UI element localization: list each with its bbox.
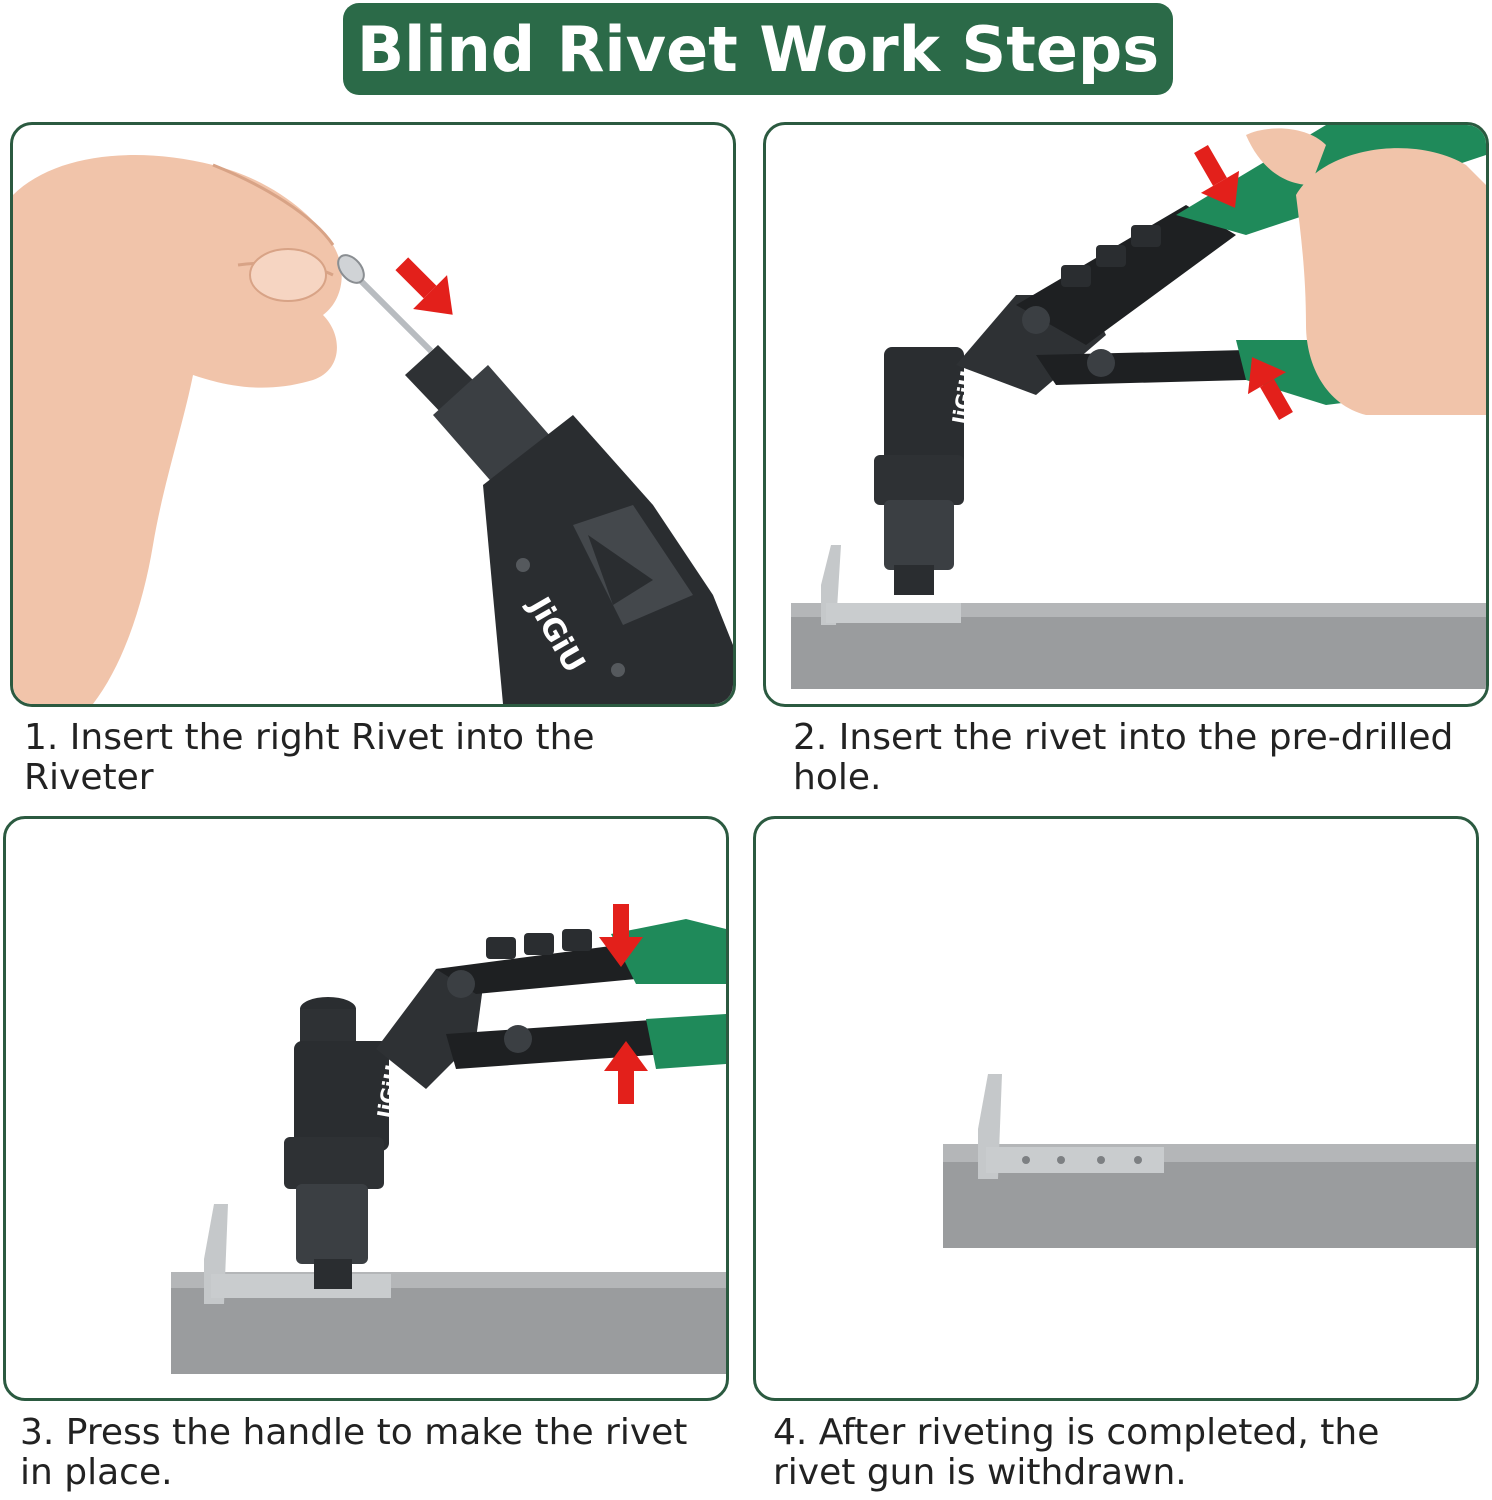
title-banner: Blind Rivet Work Steps [343, 3, 1173, 95]
hand-shape [13, 155, 342, 704]
press-down-arrow-icon [599, 904, 643, 967]
page-title: Blind Rivet Work Steps [356, 12, 1160, 86]
riveter-body [405, 345, 733, 704]
lower-handle [646, 1014, 726, 1069]
step-3-illustration: JiGiU [171, 904, 726, 1374]
insert-arrow-icon [395, 257, 453, 315]
step-3-panel: JiGiU [3, 816, 729, 1401]
step-1-caption: 1. Insert the right Rivet into the Rivet… [24, 717, 595, 798]
step-1-illustration: JiGiU [13, 155, 733, 704]
step-4-caption: 4. After riveting is completed, the rive… [773, 1412, 1380, 1493]
step-2-illustration: JiGiU [791, 125, 1486, 689]
riveter-tool [874, 205, 1246, 595]
step-4-panel [753, 816, 1479, 1401]
step-2-caption: 2. Insert the rivet into the pre-drilled… [793, 717, 1454, 798]
press-down-arrow-icon [1194, 145, 1240, 208]
hand-shape [1246, 128, 1326, 185]
upper-handle [611, 919, 726, 984]
step-2-panel: JiGiU [763, 122, 1489, 707]
step-3-caption: 3. Press the handle to make the rivet in… [20, 1412, 688, 1493]
riveter-tool [284, 929, 666, 1289]
step-1-panel: JiGiU [10, 122, 736, 707]
press-up-arrow-icon [1247, 357, 1293, 420]
fingernail [249, 248, 327, 302]
press-up-arrow-icon [604, 1041, 648, 1104]
rivet-head [337, 254, 365, 284]
step-4-illustration [943, 1074, 1476, 1248]
